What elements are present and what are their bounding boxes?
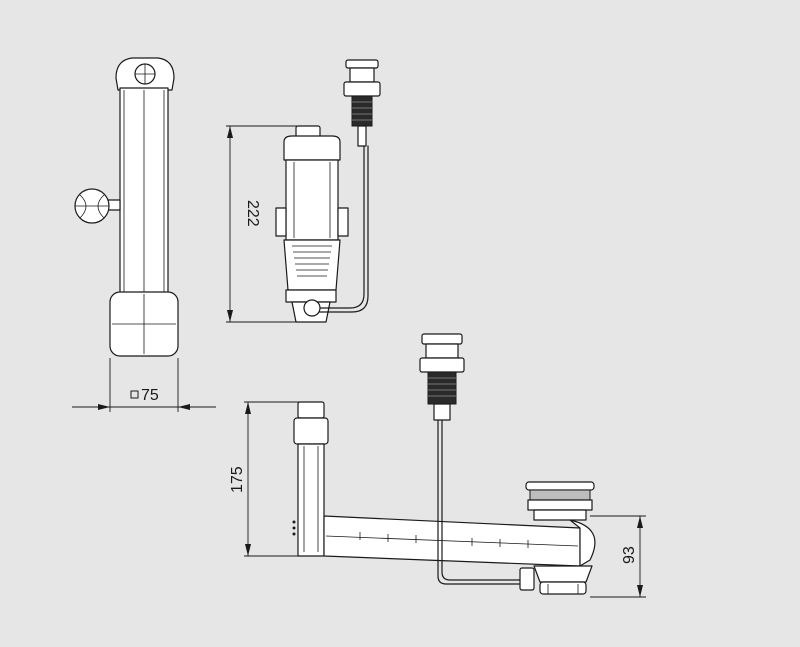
bottom-view-assembly: 175 — [229, 333, 646, 598]
overflow-head — [297, 401, 325, 419]
front-height-dimension-label: 222 — [244, 200, 261, 227]
drain-threaded-shank — [427, 371, 457, 405]
square-section-icon — [130, 390, 139, 399]
width-dimension-label: 75 — [141, 387, 159, 404]
left-height-dimension-label: 175 — [229, 466, 246, 493]
side-view-assembly: 75 — [72, 57, 216, 412]
right-height-dimension-label: 93 — [621, 546, 638, 564]
front-view-top-housing — [283, 135, 341, 161]
front-view-ribbed-section — [283, 239, 341, 291]
waste-plug-top — [525, 481, 595, 491]
front-view-push-button — [345, 59, 379, 69]
front-view-assembly: 222 — [226, 59, 381, 323]
front-view-threaded-shank — [351, 95, 373, 127]
waste-outlet — [533, 565, 593, 583]
front-view-body — [285, 159, 339, 241]
overflow-pipe — [297, 443, 325, 557]
drain-push-button — [421, 333, 463, 345]
